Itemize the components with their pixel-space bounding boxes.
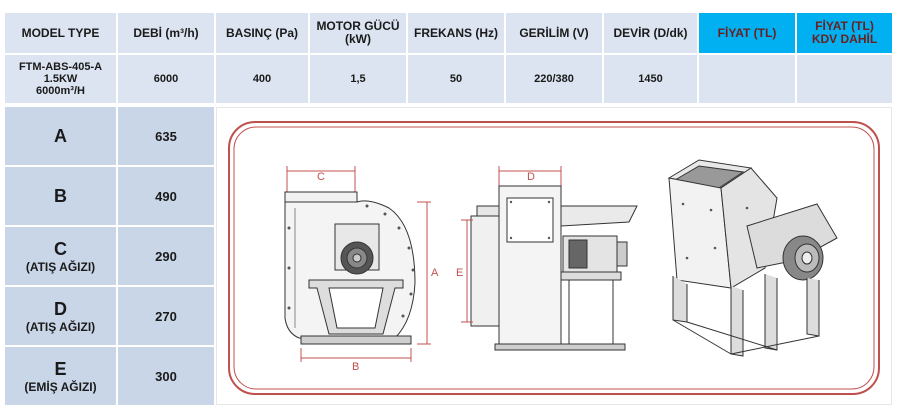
- dim-value-b-text: 490: [155, 188, 177, 204]
- header-model-type: MODEL TYPE: [5, 13, 116, 53]
- row-model-line2: 1.5KW: [43, 73, 78, 85]
- header-basinc-text: BASINÇ (Pa): [225, 25, 298, 40]
- header-gerilim: GERİLİM (V): [506, 13, 602, 53]
- row-gerilim: 220/380: [506, 55, 602, 103]
- header-fiyat: FİYAT (TL): [699, 13, 795, 53]
- dim-label-d-sub: (ATIŞ AĞIZI): [25, 320, 96, 334]
- header-model-type-text: MODEL TYPE: [21, 25, 100, 40]
- header-frekans-text: FREKANS (Hz): [414, 25, 498, 40]
- header-fiyat-kdv: FİYAT (TL)KDV DAHİL: [797, 13, 892, 53]
- row-gerilim-text: 220/380: [534, 73, 574, 85]
- fan-technical-drawing: C A B: [228, 121, 880, 395]
- header-debi: DEBİ (m³/h): [118, 13, 214, 53]
- drawing-label-a: A: [431, 267, 439, 279]
- header-motor-gucu: MOTOR GÜCÜ(kW): [310, 13, 406, 53]
- dim-value-a: 635: [118, 107, 214, 165]
- row-debi-text: 6000: [153, 73, 179, 85]
- row-model-line3: 6000m³/H: [36, 85, 85, 97]
- drawing-label-b: B: [352, 361, 359, 373]
- dim-value-a-text: 635: [155, 128, 177, 144]
- dim-label-e-sub: (EMİŞ AĞIZI): [24, 380, 97, 394]
- dim-label-c: C(ATIŞ AĞIZI): [5, 227, 116, 285]
- row-basinc-text: 400: [252, 73, 272, 85]
- dim-label-e-letter: E: [54, 359, 67, 379]
- header-debi-text: DEBİ (m³/h): [133, 25, 199, 40]
- dim-label-a-letter: A: [54, 126, 67, 146]
- row-basinc: 400: [216, 55, 308, 103]
- drawing-label-c: C: [317, 171, 325, 183]
- header-devir-text: DEVİR (D/dk): [613, 25, 688, 40]
- row-fiyat: [699, 55, 795, 103]
- dim-label-d: D(ATIŞ AĞIZI): [5, 287, 116, 345]
- row-frekans-text: 50: [449, 73, 463, 85]
- header-frekans: FREKANS (Hz): [408, 13, 504, 53]
- dim-value-e: 300: [118, 347, 214, 405]
- dim-value-c: 290: [118, 227, 214, 285]
- front-view: [284, 166, 431, 362]
- dim-label-b-letter: B: [54, 186, 67, 206]
- drawing-frame-inner: [233, 126, 875, 390]
- header-fiyat-text: FİYAT (TL): [717, 25, 777, 40]
- row-debi: 6000: [118, 55, 214, 103]
- header-motor-gucu-line1: MOTOR GÜCÜ: [316, 19, 400, 33]
- drawing-panel: C A B: [216, 107, 892, 405]
- drawing-label-e: E: [456, 267, 463, 279]
- dim-label-e: E(EMİŞ AĞIZI): [5, 347, 116, 405]
- dim-value-e-text: 300: [155, 368, 177, 384]
- drawing-frame-outer: [228, 121, 880, 395]
- row-model-line1: FTM-ABS-405-A: [18, 61, 103, 73]
- dim-value-d-text: 270: [155, 308, 177, 324]
- dim-label-b: B: [5, 167, 116, 225]
- row-frekans: 50: [408, 55, 504, 103]
- header-basinc: BASINÇ (Pa): [216, 13, 308, 53]
- dim-value-c-text: 290: [155, 248, 177, 264]
- header-fiyat-kdv-line1: FİYAT (TL): [815, 19, 874, 33]
- row-motor-gucu-text: 1,5: [350, 73, 366, 85]
- row-devir-text: 1450: [638, 73, 663, 85]
- header-motor-gucu-line2: (kW): [345, 32, 371, 46]
- dim-label-c-letter: C: [54, 239, 67, 259]
- isometric-view: [667, 159, 838, 357]
- row-devir: 1450: [604, 55, 697, 103]
- header-devir: DEVİR (D/dk): [604, 13, 697, 53]
- dim-value-d: 270: [118, 287, 214, 345]
- dim-label-d-letter: D: [54, 299, 67, 319]
- dim-value-b: 490: [118, 167, 214, 225]
- side-view: [461, 166, 638, 351]
- drawing-label-d: D: [527, 171, 535, 183]
- row-motor-gucu: 1,5: [310, 55, 406, 103]
- dim-label-a: A: [5, 107, 116, 165]
- header-fiyat-kdv-line2: KDV DAHİL: [811, 32, 878, 46]
- row-fiyat-kdv: [797, 55, 892, 103]
- header-gerilim-text: GERİLİM (V): [519, 25, 589, 40]
- dim-label-c-sub: (ATIŞ AĞIZI): [25, 260, 96, 274]
